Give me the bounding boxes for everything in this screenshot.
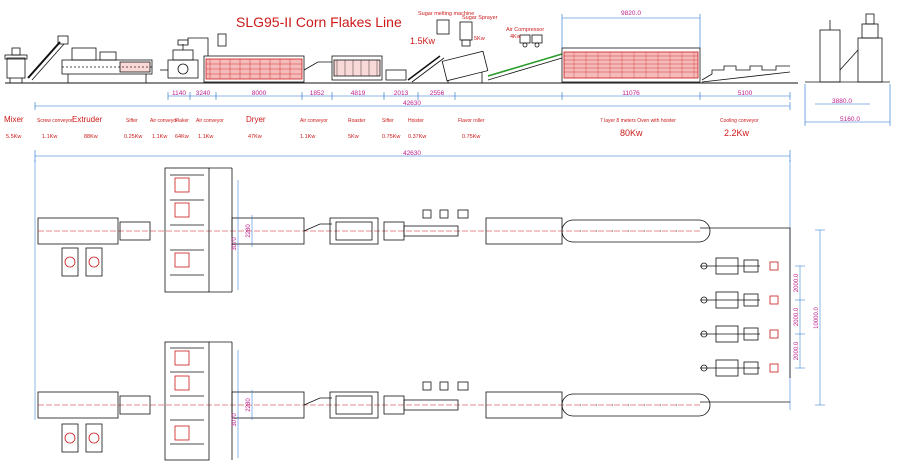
- dim-8000: 8000: [252, 90, 267, 97]
- equip-power-dryer: 47Kw: [248, 134, 262, 140]
- dim-3240: 3240: [196, 90, 211, 97]
- drawing-title: SLG95-II Corn Flakes Line: [236, 14, 402, 30]
- equip-power-hoister: 0.37Kw: [408, 134, 426, 140]
- equip-name-screw: Screw conveyor: [37, 118, 73, 124]
- plan-line-1: [37, 167, 791, 378]
- plan-line-2: [37, 341, 790, 461]
- air-compressor-label: Air Compressor: [506, 27, 544, 33]
- dim-11076: 11076: [622, 90, 640, 97]
- air-compressor-power: 4Kw: [510, 34, 521, 40]
- plan-view: [34, 160, 791, 461]
- flaker-machine: [160, 39, 199, 79]
- elevation-dimensions: [34, 14, 891, 162]
- equip-power-sifter1: 0.25Kw: [124, 134, 142, 140]
- packing-stations: [700, 257, 779, 377]
- roaster-machine: [331, 55, 383, 81]
- top-labels: Sugar melting machine 1.5Kw Sugar Spraye…: [410, 11, 544, 46]
- equip-name-roaster: Roaster: [348, 118, 366, 124]
- dim-1852: 1852: [310, 90, 325, 97]
- equip-power-screw: 1.1Kw: [42, 134, 57, 140]
- dim-1140: 1140: [172, 90, 186, 97]
- dim-side-5160: 5160.0: [840, 116, 860, 123]
- dim-2013: 2013: [394, 90, 409, 97]
- equip-name-sifter2: Sifter: [382, 118, 394, 124]
- equip-power-flaker: 64Kw: [175, 134, 189, 140]
- equip-power-air2: 1.1Kw: [198, 134, 213, 140]
- equip-name-extruder: Extruder: [72, 115, 103, 124]
- dim-width-b-1: 2280: [246, 224, 252, 238]
- equip-name-oven: 7 layer 8 meters Oven with hoister: [600, 118, 676, 124]
- sugar-system: [436, 19, 543, 48]
- equip-name-air1: Air conveyor: [150, 118, 178, 124]
- dim-dryer-top: 9820.0: [621, 10, 641, 17]
- screw-conveyor-machine: [27, 35, 69, 81]
- equip-power-cooling: 2.2Kw: [724, 128, 750, 138]
- flavor-roller-machine: [441, 50, 489, 83]
- equip-name-cooling: Cooling conveyor: [720, 118, 759, 124]
- plan-dimensions: [237, 180, 825, 458]
- dim-width-b-2: 2280: [246, 398, 252, 412]
- equip-name-flavor: Flavor roller: [458, 118, 485, 124]
- equip-power-air3: 1.1Kw: [300, 134, 315, 140]
- dim-total-elevation: 42630: [403, 100, 421, 107]
- packing-machine-elevation: [805, 13, 890, 83]
- equip-name-mixer: Mixer: [4, 115, 24, 124]
- equip-power-flavor: 0.75Kw: [462, 134, 480, 140]
- dim-pack-3: 2000.0: [794, 341, 800, 360]
- equip-name-air3: Air conveyor: [300, 118, 328, 124]
- elevation-dim-text: 9820.0 1140 3240 8000 1852 4819 2013 255…: [172, 10, 860, 157]
- dim-pack-total: 10000.0: [814, 307, 820, 329]
- sugar-melting-label: Sugar melting machine: [418, 11, 474, 17]
- equip-power-extruder: 88Kw: [84, 134, 98, 140]
- mixer-machine: [4, 47, 28, 83]
- sugar-sprayer-label: Sugar Sprayer: [462, 15, 498, 21]
- dim-5100: 5100: [738, 90, 753, 97]
- equip-power-sifter2: 0.75Kw: [382, 134, 400, 140]
- equip-name-flaker: Flaker: [175, 118, 189, 124]
- dim-side-3880: 3880.0: [832, 98, 852, 105]
- elevation-view: [4, 13, 890, 84]
- dim-pack-1: 2000.0: [794, 273, 800, 292]
- equip-name-sifter1: Sifter: [126, 118, 138, 124]
- dim-4819: 4819: [351, 90, 366, 97]
- equip-power-oven: 80Kw: [620, 128, 643, 138]
- equip-name-air2: Air conveyor: [196, 118, 224, 124]
- equip-name-dryer: Dryer: [246, 115, 266, 124]
- equipment-labels: Mixer 5.5Kw Screw conveyor 1.1Kw Extrude…: [4, 115, 759, 140]
- dim-total-plan: 42630: [403, 150, 421, 157]
- equip-power-air1: 1.1Kw: [152, 134, 167, 140]
- sugar-melting-power: 1.5Kw: [410, 36, 436, 46]
- dim-2556: 2556: [430, 90, 445, 97]
- cooling-conveyor-machine: [701, 65, 791, 83]
- dim-pack-2: 2000.0: [794, 307, 800, 326]
- equip-power-mixer: 5.5Kw: [6, 134, 21, 140]
- dryer-machine: [203, 55, 305, 83]
- equip-name-hoister: Hoister: [408, 118, 424, 124]
- equip-power-roaster: 5Kw: [348, 134, 359, 140]
- dim-width-a-2: 3070: [232, 413, 238, 427]
- sugar-sprayer-power: 5Kw: [474, 36, 485, 42]
- oven-machine: [561, 47, 701, 83]
- extruder-machine: [61, 47, 153, 83]
- dim-width-a-1: 3070: [232, 237, 238, 251]
- plan-dim-text: 3070 2280 3070 2280 2000.0 2000.0 2000.0…: [232, 224, 820, 427]
